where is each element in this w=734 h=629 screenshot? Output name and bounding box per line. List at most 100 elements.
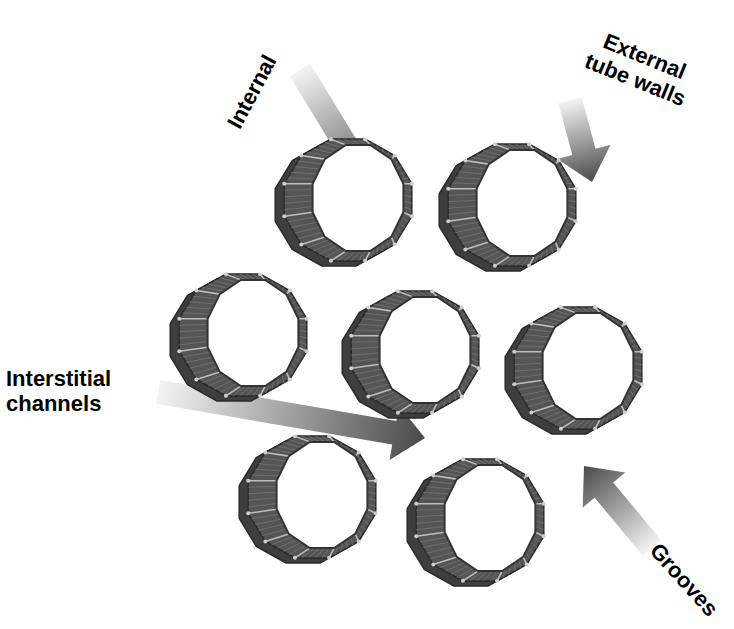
vertex-dot	[393, 153, 397, 157]
vertex-dot	[396, 411, 400, 415]
groove-line	[313, 149, 333, 153]
panel-edge	[433, 475, 456, 479]
vertex-dot	[460, 395, 464, 399]
groove-line	[186, 307, 212, 309]
groove-line	[214, 281, 232, 286]
vertex-dot	[410, 182, 414, 186]
groove-line	[416, 521, 444, 523]
vertex-dot	[640, 382, 644, 386]
groove-line	[258, 524, 283, 530]
groove-line	[358, 529, 362, 536]
tube-outer-wall	[284, 139, 412, 261]
panel-edge	[226, 386, 241, 396]
tube-opening	[380, 297, 471, 403]
groove-line	[558, 237, 562, 244]
groove-line	[289, 367, 293, 374]
groove-line	[220, 277, 237, 282]
vertex-dot	[288, 378, 292, 382]
groove-line	[403, 195, 411, 197]
groove-line	[452, 183, 479, 185]
groove-line	[468, 369, 475, 374]
groove-line	[445, 469, 465, 473]
groove-line	[298, 342, 306, 345]
vertex-dot	[623, 321, 627, 325]
groove-line	[423, 492, 449, 494]
groove-line	[629, 390, 635, 396]
panel-edge	[495, 144, 510, 150]
groove-line	[284, 207, 312, 210]
groove-line	[509, 256, 520, 266]
groove-line	[358, 324, 384, 326]
groove-line	[367, 498, 375, 500]
groove-line	[282, 375, 284, 383]
panel-edge	[331, 251, 346, 261]
groove-line	[543, 317, 563, 321]
groove-line	[420, 537, 447, 542]
groove-line	[240, 386, 251, 396]
groove-line	[365, 514, 372, 519]
groove-line	[255, 469, 281, 471]
vertex-dot	[529, 411, 533, 415]
vertex-dot	[431, 563, 435, 567]
panel-edge	[416, 503, 444, 505]
groove-line	[345, 251, 356, 261]
tube-outer-wall	[448, 144, 576, 266]
groove-line	[514, 357, 542, 359]
groove-line	[533, 537, 540, 542]
callout-label: External tube walls	[575, 22, 705, 114]
vertex-dot	[288, 288, 292, 292]
groove-line	[451, 466, 469, 471]
groove-line	[535, 521, 543, 523]
groove-line	[258, 464, 283, 466]
groove-line	[535, 509, 543, 511]
panel-edge	[465, 242, 488, 250]
vertex-dot	[414, 534, 418, 538]
groove-line	[567, 200, 575, 202]
groove-line	[365, 384, 389, 391]
tube-opening	[313, 145, 404, 251]
groove-line	[291, 172, 317, 174]
groove-line	[294, 357, 300, 363]
groove-line	[309, 548, 320, 558]
groove-line	[470, 359, 478, 362]
panel-edge	[351, 335, 379, 337]
panel-edge	[265, 534, 288, 542]
groove-line	[403, 189, 411, 191]
groove-line	[471, 157, 493, 161]
tube	[275, 137, 414, 266]
vertex-dot	[349, 366, 353, 370]
tube-outer-wall	[248, 436, 376, 558]
groove-line	[403, 207, 411, 210]
groove-line	[248, 492, 276, 494]
groove-line	[470, 347, 478, 349]
vertex-dot	[374, 511, 378, 515]
groove-line	[551, 245, 553, 253]
groove-line	[470, 341, 478, 343]
groove-line	[549, 413, 567, 422]
groove-line	[518, 385, 545, 390]
vertex-dot	[177, 349, 181, 353]
vertex-dot	[410, 214, 414, 218]
vertex-dot	[263, 450, 267, 454]
groove-line	[361, 379, 386, 385]
panel-edge	[368, 389, 391, 397]
tube	[439, 142, 578, 271]
tube	[407, 457, 546, 586]
vertex-dot	[512, 350, 516, 354]
groove-line	[248, 498, 276, 500]
vertex-dot	[177, 317, 181, 321]
groove-line	[526, 552, 530, 559]
vertex-dot	[299, 153, 303, 157]
groove-line	[412, 403, 423, 413]
panel-edge	[433, 557, 456, 565]
panel-edge	[284, 183, 312, 185]
groove-line	[452, 222, 479, 227]
groove-line	[531, 542, 537, 548]
panel-edge	[295, 436, 310, 442]
groove-line	[298, 330, 306, 332]
groove-line	[319, 245, 337, 254]
groove-line	[555, 310, 572, 315]
groove-line	[208, 378, 228, 386]
vertex-dot	[477, 366, 481, 370]
vertex-dot	[349, 334, 353, 338]
